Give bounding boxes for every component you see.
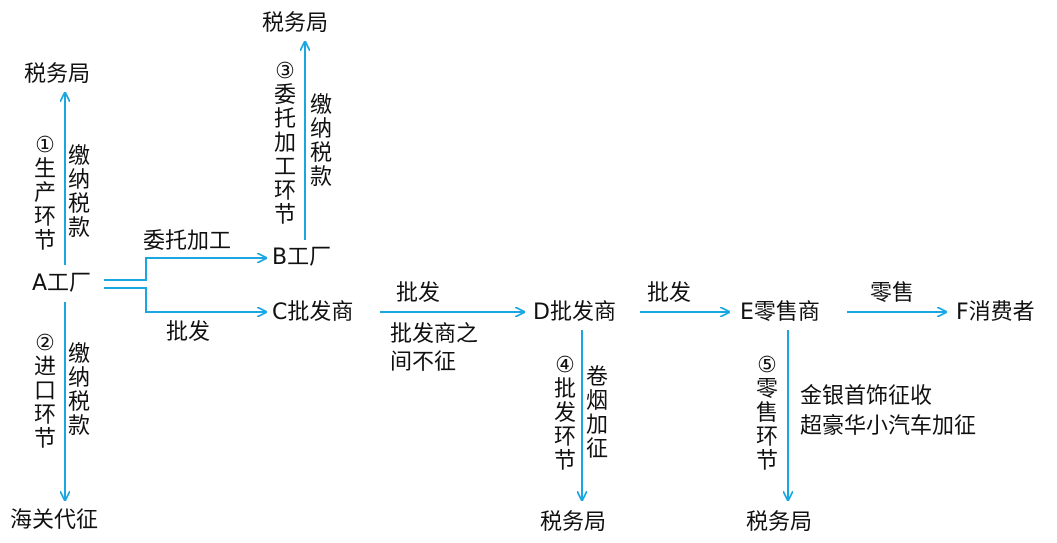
node-e-retailer: E零售商 <box>740 300 820 325</box>
label-c-to-d-note-line2: 间不征 <box>390 350 457 375</box>
label-step3-stage: ③委托加工环节 <box>273 59 296 228</box>
label-e-to-f: 零售 <box>870 281 915 306</box>
label-step3-pay: 缴纳税款 <box>309 93 332 190</box>
label-a-to-c: 批发 <box>166 320 211 345</box>
node-f-consumer: F消费者 <box>956 300 1035 325</box>
arrow-a-to-b <box>104 258 266 281</box>
label-c-to-d-note-line1: 批发商之 <box>390 322 479 347</box>
label-c-to-d: 批发 <box>396 281 441 306</box>
node-d-wholesaler: D批发商 <box>533 300 616 325</box>
label-step4-stage: ④批发环节 <box>553 353 576 474</box>
node-b-factory: B工厂 <box>272 245 332 270</box>
label-d-to-e: 批发 <box>647 281 692 306</box>
node-tax-bureau-bottom-d: 税务局 <box>540 510 607 535</box>
label-jewelry-note: 金银首饰征收 <box>800 384 933 409</box>
label-step2-pay: 缴纳税款 <box>67 342 90 439</box>
node-customs: 海关代征 <box>10 508 99 533</box>
node-tax-bureau-top-mid: 税务局 <box>262 11 329 36</box>
label-step5-stage: ⑤零售环节 <box>755 353 778 474</box>
arrow-a-to-c <box>104 287 266 312</box>
node-c-wholesaler: C批发商 <box>272 300 354 325</box>
label-step4-tax: 卷烟加征 <box>585 365 608 462</box>
node-a-factory: A工厂 <box>32 271 92 296</box>
label-luxury-car-note: 超豪华小汽车加征 <box>800 414 977 439</box>
node-tax-bureau-bottom-e: 税务局 <box>746 510 813 535</box>
label-step1-pay: 缴纳税款 <box>67 144 90 241</box>
node-tax-bureau-top-left: 税务局 <box>24 62 91 87</box>
label-a-to-b: 委托加工 <box>143 229 232 254</box>
label-step1-stage: ①生产环节 <box>33 133 56 254</box>
label-step2-stage: ②进口环节 <box>33 331 56 452</box>
